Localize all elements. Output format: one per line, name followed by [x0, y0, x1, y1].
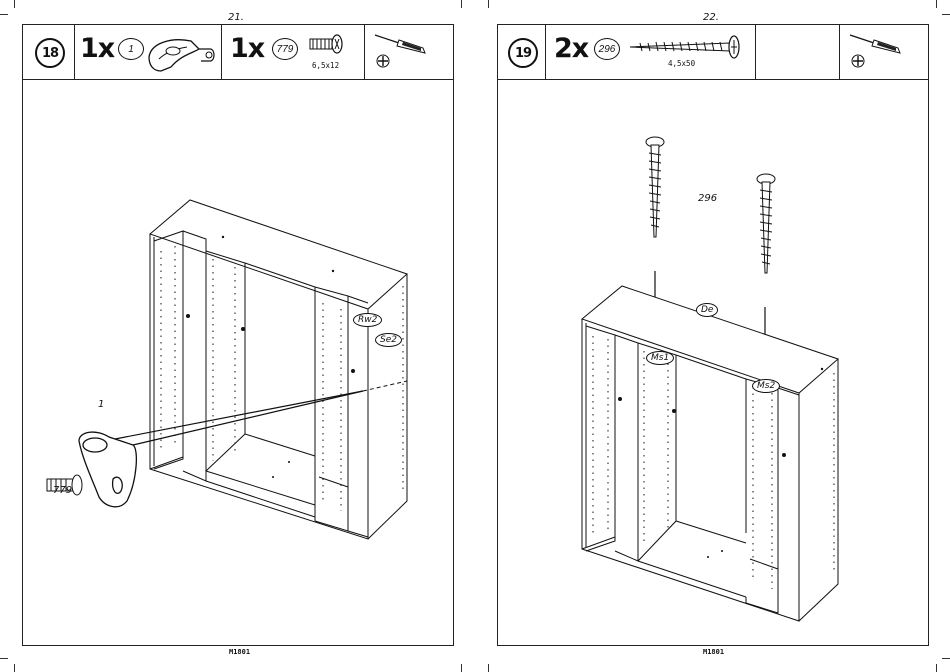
crop-mark — [0, 658, 8, 659]
panel-tag-ms1: Ms1 — [646, 351, 674, 365]
long-screw-icon — [630, 33, 750, 59]
part-cell-1: 1x 1 — [75, 25, 222, 79]
footer-code: M1801 — [229, 648, 250, 656]
phillips-head-icon — [850, 53, 870, 73]
part-label-1: 1 — [98, 399, 104, 410]
phillips-head-icon — [375, 53, 395, 73]
part-size: 6,5x12 — [312, 61, 339, 70]
part-size: 4,5x50 — [668, 59, 695, 68]
footer-code: M1801 — [703, 648, 724, 656]
part-quantity: 1x — [80, 33, 114, 64]
crop-mark — [936, 0, 937, 8]
crop-mark — [0, 14, 8, 15]
wardrobe-drawing — [498, 81, 930, 641]
step-header: 19 2x 296 4,5x50 — [498, 25, 928, 80]
screwdriver-icon — [848, 31, 908, 53]
part-cell-1: 2x 296 4,5x50 — [546, 25, 756, 79]
step-number: 18 — [35, 38, 65, 68]
instruction-page-22: 19 2x 296 4,5x50 — [497, 24, 929, 646]
page-number: 21. — [228, 12, 244, 23]
wardrobe-drawing — [23, 81, 455, 641]
crop-mark — [488, 0, 489, 8]
tools-cell — [840, 25, 928, 79]
crop-mark — [461, 664, 462, 672]
panel-tag-ms2: Ms2 — [752, 379, 780, 393]
screwdriver-icon — [373, 31, 433, 53]
crop-mark — [942, 14, 950, 15]
part-quantity: 1x — [230, 33, 264, 64]
empty-cell — [756, 25, 840, 79]
step-number-cell: 19 — [498, 25, 546, 79]
step-header: 18 1x 1 1x 779 6,5x12 — [23, 25, 453, 80]
tools-cell — [365, 25, 453, 79]
part-quantity: 2x — [554, 33, 588, 64]
crop-mark — [14, 664, 15, 672]
crop-mark — [936, 664, 937, 672]
step-number-cell: 18 — [23, 25, 75, 79]
crop-mark — [461, 0, 462, 8]
part-label-779: 779 — [53, 485, 72, 496]
page-number: 22. — [703, 12, 719, 23]
instruction-page-21: 18 1x 1 1x 779 6,5x12 — [22, 24, 454, 646]
crop-mark — [488, 664, 489, 672]
step-number: 19 — [508, 38, 538, 68]
screw-short-icon — [310, 30, 350, 60]
panel-tag-se2: Se2 — [375, 333, 402, 347]
part-id: 779 — [272, 38, 298, 60]
part-id: 296 — [594, 38, 620, 60]
part-cell-2: 1x 779 6,5x12 — [222, 25, 365, 79]
cam-fitting-icon — [141, 27, 221, 77]
crop-mark — [14, 0, 15, 8]
crop-mark — [942, 658, 950, 659]
screw-label-296: 296 — [698, 193, 717, 204]
